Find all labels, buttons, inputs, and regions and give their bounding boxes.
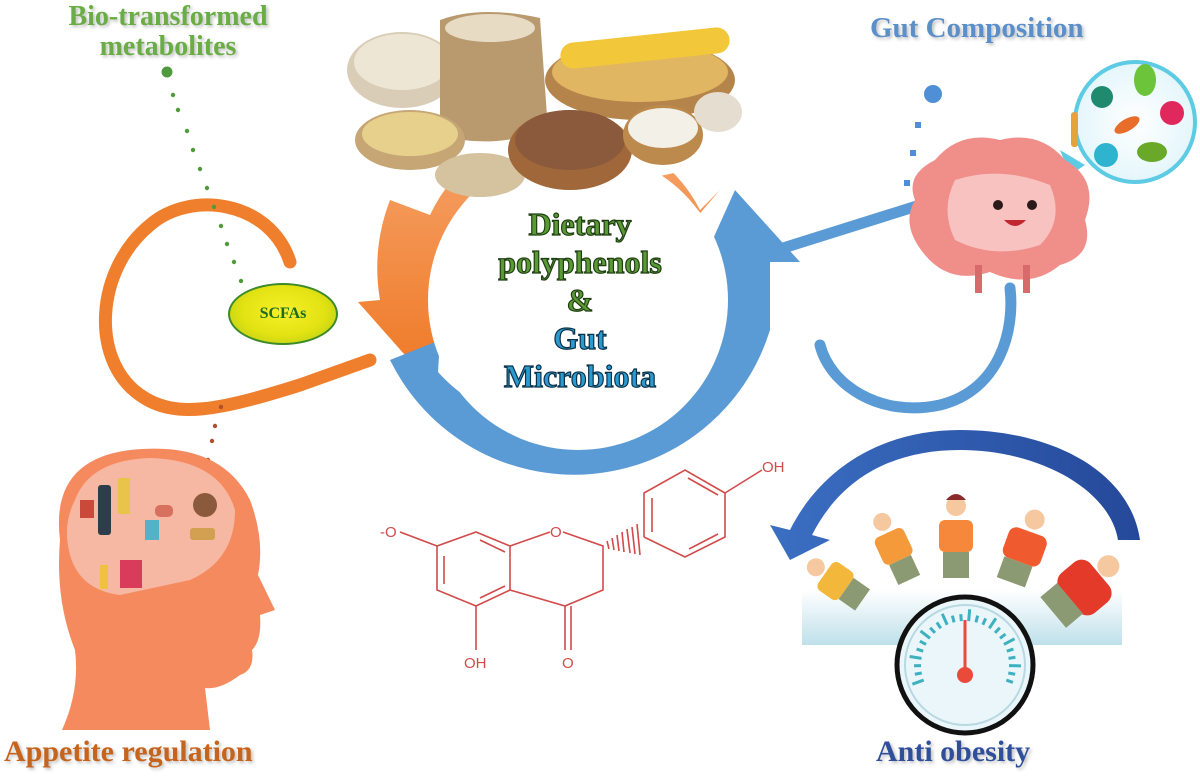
figure-5 [1040,555,1120,628]
dial-tick [999,632,1007,640]
ring-oxygen-label: O [550,524,562,541]
dial-tick [988,617,998,630]
dial-tick [974,615,980,623]
scfas-label: SCFAs [259,305,307,322]
dial-tick [967,609,972,622]
dial-tick [1008,655,1016,660]
weight-scale-illustration [770,430,1140,736]
dial-tick [935,621,942,630]
bio-label-line2: metabolites [99,31,237,62]
carbonyl-label: O [562,655,574,672]
dial-tick [1006,647,1014,653]
figure-3 [939,494,973,578]
dial-tick [919,629,931,640]
gut-composition-label: Gut Composition [870,12,1084,44]
green-dotted-connector [161,66,244,284]
center-line-microbiota: Microbiota [503,357,657,394]
dial-tick [981,617,988,626]
gut-illustration [909,60,1197,293]
dial-tick [914,671,922,676]
structure-labels: -O O OH O OH [380,459,785,672]
figure-2 [873,512,921,586]
figure-4 [996,509,1047,588]
center-line-gut: Gut [553,319,608,356]
appetite-regulation-label: Appetite regulation [4,735,253,768]
scfas-badge: SCFAs [228,283,338,345]
dial-tick [919,639,927,646]
weight-progression-arrow [770,430,1140,560]
center-line-polyphenols: polyphenols [498,243,663,280]
dial-tick [916,647,924,653]
center-line-ampersand: & [566,281,594,318]
polyphenol-structure [399,469,763,650]
blue-cycle-arrow [390,190,800,475]
dial-tick [1005,678,1014,684]
phenolate-label: -O [380,524,397,541]
anti-obesity-label: Anti obesity [876,735,1031,768]
bio-transformed-metabolites-label: Bio-transformed metabolites [18,2,318,62]
orange-loop-connector [98,198,377,416]
dial-tick [959,614,963,622]
dial-tick [993,626,1001,634]
dial-tick [950,615,956,623]
center-line-dietary: Dietary [528,205,632,242]
bio-label-line1: Bio-transformed [68,1,268,32]
dial-tick [929,626,937,634]
center-title: Dietary polyphenols & Gut Microbiota [440,205,720,395]
grains-illustration [347,11,770,197]
hydroxyl-bottom-label: OH [464,655,487,672]
stereo-bond [606,523,641,556]
dial-tick [911,678,925,686]
head-illustration [58,448,276,730]
dial-tick [1003,637,1016,646]
figure-1 [806,558,870,611]
dial-tick [909,655,922,660]
dial-tick [940,613,949,626]
blue-gut-connector [739,85,1017,414]
hydroxyl-top-label: OH [762,459,785,476]
dial-tick [1008,671,1016,676]
